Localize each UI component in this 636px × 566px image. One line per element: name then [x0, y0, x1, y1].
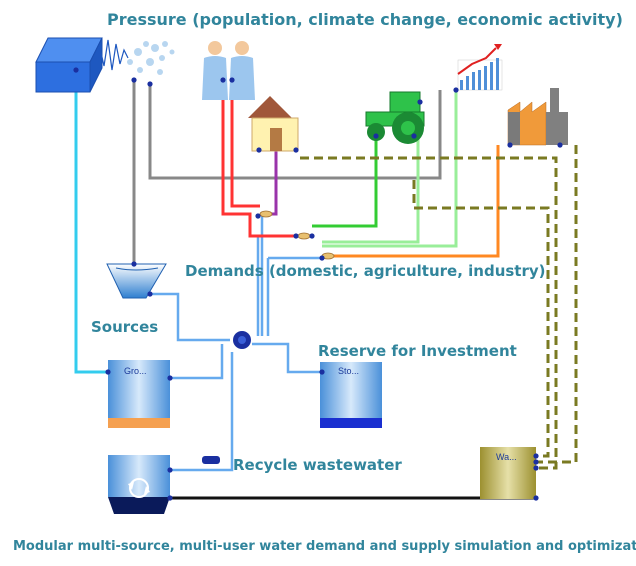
groundwater-lines [74, 70, 108, 374]
supply-line-recycle [172, 352, 234, 472]
groundwater-tank: Gro... [108, 360, 170, 428]
pressure-lines [132, 80, 442, 262]
reserve-label: Reserve for Investment [318, 342, 517, 360]
domestic-lines [221, 80, 296, 238]
house-icon [248, 96, 299, 152]
storage-tank-label: Sto... [338, 366, 359, 376]
population-lines [259, 148, 278, 216]
demand-valves [259, 210, 335, 260]
supply-line-groundwater [170, 344, 224, 380]
supply-line-agri [256, 234, 300, 336]
growth-chart-icon [457, 44, 503, 91]
weather-icon [35, 37, 175, 93]
sources-label: Sources [91, 318, 159, 336]
demands-label: Demands (domestic, agriculture, industry… [185, 262, 546, 280]
factory-icon [507, 88, 568, 146]
source-cone [106, 263, 167, 299]
wastewater-tank-label: Wa... [496, 452, 517, 462]
groundwater-tank-label: Gro... [124, 366, 147, 376]
agriculture-lines [312, 136, 378, 228]
caption: Modular multi-source, multi-user water d… [13, 539, 636, 554]
treatment-tank [108, 455, 170, 514]
supply-line-industry [266, 256, 324, 336]
industry-lines [330, 145, 500, 258]
recycle-valve [202, 456, 220, 464]
junction-node [233, 331, 251, 349]
supply-lines [150, 216, 324, 472]
pressure-label: Pressure (population, climate change, ec… [107, 10, 623, 29]
supply-line-storage [252, 342, 320, 374]
connection-ports [73, 67, 563, 501]
storage-tank: Sto... [320, 362, 382, 428]
recycle-label: Recycle wastewater [233, 456, 402, 474]
supply-line-source-cone [150, 292, 230, 342]
wastewater-lines [300, 145, 578, 470]
wastewater-tank: Wa... [480, 447, 536, 499]
growth-lines [322, 90, 458, 248]
pressure-line-weather-2 [148, 84, 442, 180]
recycle-icon [128, 478, 150, 498]
population-icon [202, 41, 255, 100]
